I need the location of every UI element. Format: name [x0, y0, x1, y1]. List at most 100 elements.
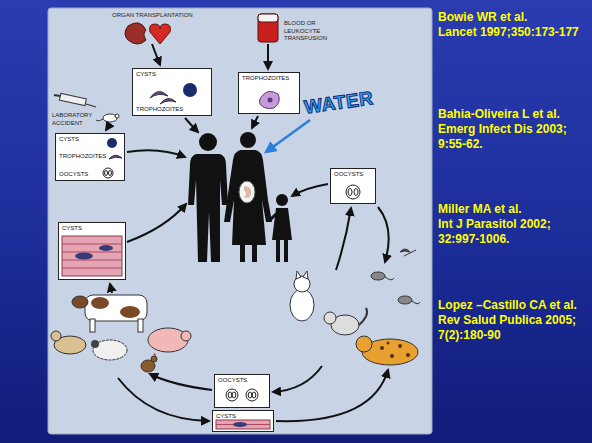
blood-bag-icon [258, 14, 278, 42]
livestock-figures [151, 356, 157, 362]
route-label: ORGAN TRANSPLANTATION [112, 12, 202, 20]
transmission-arrows [110, 284, 112, 293]
blood-bag-icon [258, 14, 278, 22]
trophozoite-icons [259, 91, 279, 108]
reference-author: Lopez –Castillo CA et al. [438, 298, 577, 313]
reference-author: Bahia-Oliveira L et al. [438, 107, 560, 122]
cat-figures [380, 342, 410, 359]
box-fill [132, 68, 212, 116]
laboratory-stage-box: CYSTSTROPHOZOITESOOCYSTS [55, 133, 125, 181]
cat-figures [398, 344, 402, 348]
lab-mouse-icon [96, 114, 119, 122]
cyst-icons [183, 83, 197, 97]
reference-author: Miller MA et al. [438, 202, 522, 217]
cat-figures [290, 289, 314, 321]
transmission-arrows [150, 374, 212, 390]
organ-icons [125, 23, 146, 44]
livestock-figures [51, 295, 191, 372]
trophozoite-icons [268, 98, 273, 103]
blood-transmission-box: TROPHOZOITES [238, 72, 300, 114]
oocyst-icons [228, 392, 232, 398]
reference-citation: Int J Parasitol 2002; 32:997-1006. [438, 217, 588, 247]
cat-figures [359, 308, 367, 325]
cat-figures [380, 346, 384, 350]
transmission-arrows [127, 150, 185, 157]
livestock-figures [148, 328, 188, 352]
syringe-icon [59, 93, 86, 105]
lab-mouse-icon [96, 119, 103, 121]
trophozoite-icons [150, 91, 168, 98]
cat-figures [406, 353, 410, 357]
cat-figures [296, 271, 308, 279]
oocyst-icons [252, 392, 256, 398]
syringe-icon [54, 95, 60, 96]
oocyst-icons [103, 168, 113, 178]
cat-figures [412, 301, 420, 304]
reference-author: Bowie WR et al. [438, 10, 527, 25]
stage-label: CYSTS [216, 413, 236, 420]
oocyst-icons [232, 392, 236, 398]
water-label: WATER [303, 87, 375, 118]
fetus-icon [239, 181, 255, 203]
lab-mouse-icon [115, 114, 119, 118]
stage-label: TROPHOZOITES [136, 106, 183, 113]
livestock-figures [51, 331, 61, 341]
transmission-arrows [106, 44, 389, 421]
fetus-icon [239, 181, 255, 203]
transmission-arrows [273, 366, 322, 392]
route-label: LABORATORY ACCIDENT [52, 112, 96, 127]
muscle-tissue-icons [233, 422, 247, 427]
livestock-figures [85, 295, 147, 321]
oocyst-icons [354, 189, 358, 196]
stage-label: CYSTS [62, 225, 82, 232]
blood-bag-icon [258, 14, 278, 42]
muscle-tissue-icons [216, 420, 270, 429]
human-figures [252, 245, 257, 262]
muscle-tissue-icons [62, 244, 122, 268]
livestock-figures [90, 319, 95, 332]
box-backgrounds [55, 68, 376, 432]
cat-figures [390, 354, 394, 358]
cat-figures [324, 312, 336, 324]
stage-label: CYSTS [136, 71, 156, 78]
human-figures [276, 194, 288, 206]
reference-citation: Emerg Infect Dis 2003; 9:55-62. [438, 122, 588, 152]
box-fill [330, 168, 376, 204]
tissue-cyst-box: CYSTS [212, 410, 274, 432]
muscle-tissue-icons [62, 236, 270, 429]
livestock-figures [153, 353, 156, 356]
human-figures [199, 133, 217, 151]
livestock-figures [91, 340, 99, 348]
cat-figures [387, 342, 390, 345]
transmission-arrows [252, 116, 258, 128]
trophozoite-icons [109, 155, 122, 159]
transmission-arrows [267, 44, 269, 69]
stage-label: OOCYSTS [59, 171, 88, 178]
box-fill [238, 72, 300, 114]
muscle-tissue-icons [62, 236, 122, 276]
oocyst-icons [109, 171, 112, 176]
oocyst-icons [348, 189, 352, 196]
trophozoite-icons [160, 98, 176, 104]
fetus-icon [244, 186, 251, 198]
box-fill [55, 133, 125, 181]
livestock-figures [91, 297, 109, 309]
livestock-figures [72, 296, 88, 308]
stage-label: CYSTS [59, 136, 79, 143]
transmission-arrows [127, 204, 186, 242]
water-arrow [266, 120, 310, 152]
box-fill [212, 410, 274, 432]
human-figures [270, 214, 276, 220]
tissue-cyst-box: CYSTS [58, 222, 126, 280]
oocyst-stage-box: OOCYSTS [214, 374, 270, 408]
transmission-arrows [106, 124, 110, 130]
transmission-arrows [292, 184, 328, 196]
reference-citation: Lancet 1997;350:173-177 [438, 25, 588, 40]
human-figures [240, 132, 256, 148]
organ-transmission-box: CYSTS TROPHOZOITES [132, 68, 212, 116]
illustration-panel [48, 8, 432, 434]
livestock-figures [181, 331, 191, 341]
oocyst-stage-box: OOCYSTS [330, 168, 376, 204]
transmission-arrows [152, 44, 160, 65]
